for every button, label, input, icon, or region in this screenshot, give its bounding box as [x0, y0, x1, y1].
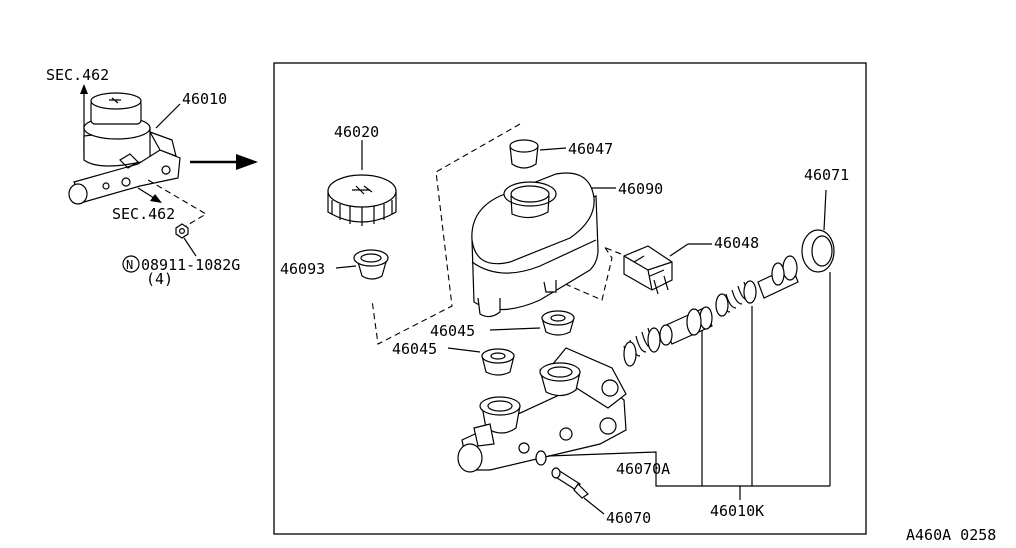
assembly-reservoir [83, 92, 151, 167]
label-46045-upper: 46045 [430, 322, 475, 340]
grommet-upper [489, 310, 575, 336]
o-ring [535, 450, 547, 466]
cylinder-body [457, 347, 627, 473]
label-46093: 46093 [280, 260, 325, 278]
assembly-nut-leader [147, 179, 208, 227]
seal-ring [801, 189, 835, 486]
label-46047: 46047 [568, 140, 613, 158]
detail-frame [273, 62, 867, 535]
label-46070A: 46070A [616, 460, 670, 478]
nut-symbol-letter: N [126, 258, 133, 272]
label-46071: 46071 [804, 166, 849, 184]
assembly-overview: SEC.462 46010 SEC.462 N 08911-1082G (4) [46, 66, 258, 288]
figure-code: A460A 0258 [906, 526, 996, 543]
label-46010K: 46010K [710, 502, 764, 520]
piston-kit [623, 255, 799, 500]
label-46045-lower: 46045 [392, 340, 437, 358]
nut-icon [175, 223, 189, 239]
bracket-46010K [547, 451, 830, 487]
up-arrow-head [80, 84, 88, 94]
connector-dashed-guide [555, 245, 613, 301]
grommet-lower [447, 347, 515, 376]
label-sec462-bottom: SEC.462 [112, 205, 175, 223]
down-arrow-head [150, 194, 162, 203]
label-46020: 46020 [334, 123, 379, 141]
down-arrow-line [137, 187, 155, 199]
assembly-cylinder [68, 130, 181, 205]
label-46010: 46010 [182, 90, 227, 108]
big-arrow-head [236, 154, 258, 170]
label-nut-part: 08911-1082G [141, 256, 240, 274]
label-sec462-top: SEC.462 [46, 66, 109, 84]
nut-symbol-circle [122, 255, 140, 273]
reservoir-cap [327, 140, 397, 226]
stopper-pin [551, 467, 605, 515]
label-46070: 46070 [606, 509, 651, 527]
leader-46010 [155, 103, 181, 129]
reservoir-tank [471, 172, 616, 318]
nut-leader [183, 237, 197, 257]
connector-dashed-guide-2 [605, 247, 627, 257]
label-nut-qty: (4) [146, 270, 173, 288]
label-46090: 46090 [618, 180, 663, 198]
reservoir-dashed-guide [371, 123, 521, 345]
level-switch-connector [623, 243, 712, 295]
grommet-top [509, 139, 567, 169]
label-46048: 46048 [714, 234, 759, 252]
strainer [335, 249, 389, 280]
